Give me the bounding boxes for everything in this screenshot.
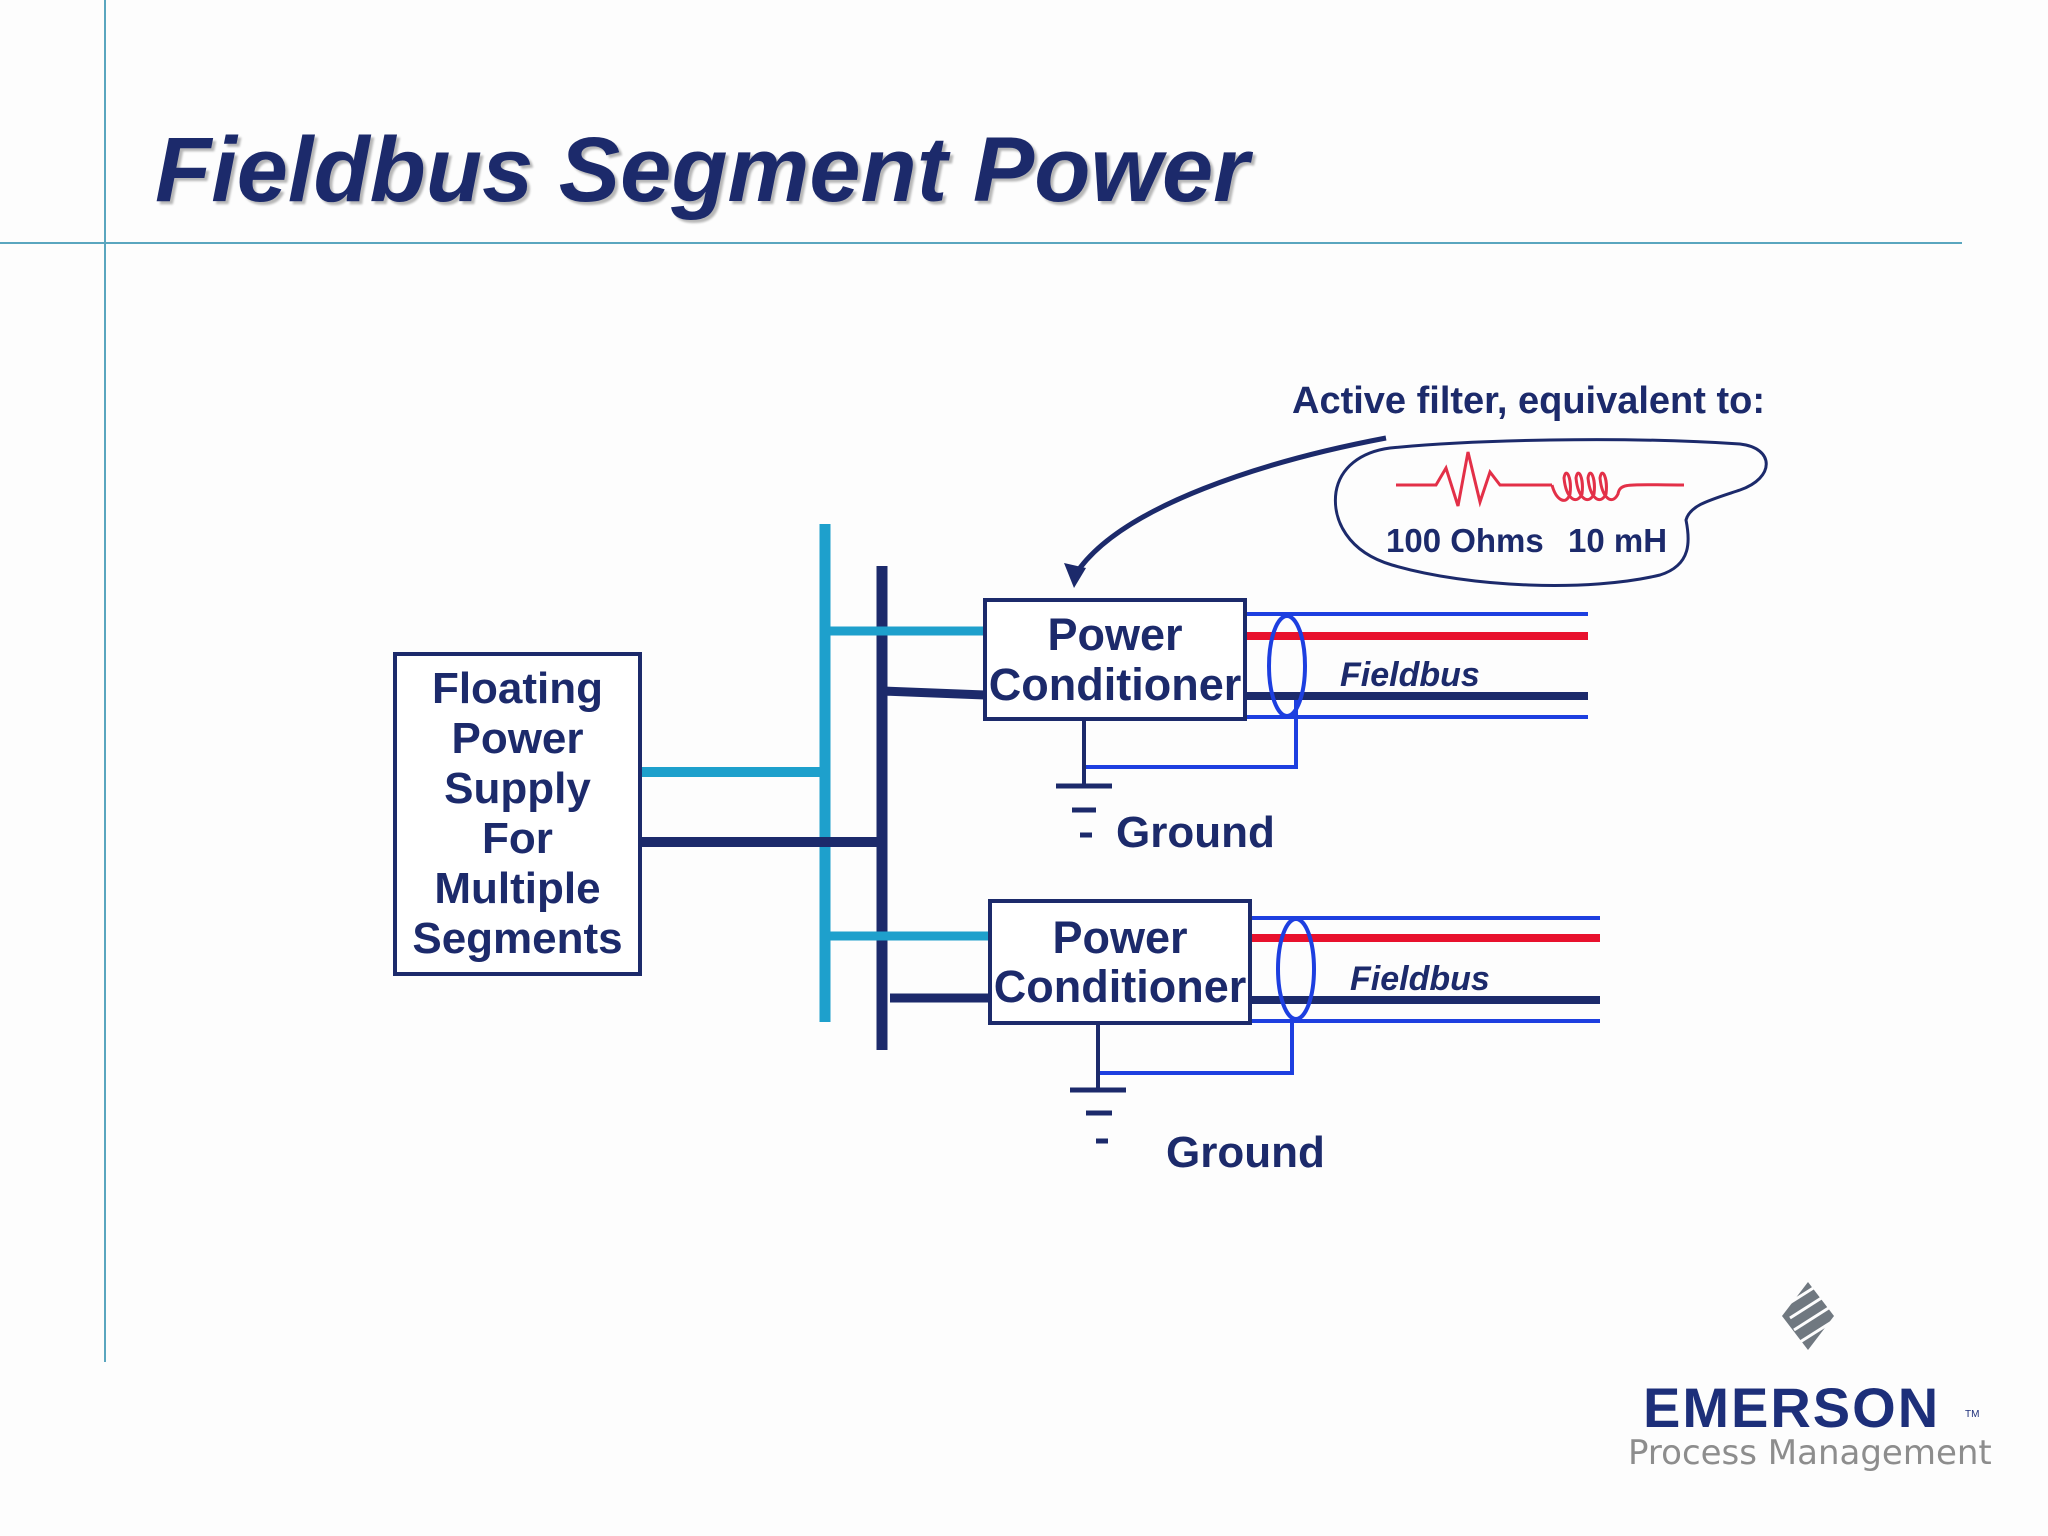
pc2-line-1: Power: [1052, 911, 1188, 963]
vertical-accent-line: [104, 0, 106, 1362]
fieldbus2-shield-ring: [1276, 917, 1316, 1021]
resistor-symbol: [1396, 451, 1552, 508]
ground-1-label: Ground: [1116, 808, 1275, 857]
filter-callout-title: Active filter, equivalent to:: [1292, 380, 1765, 422]
pc1-negative-wire: [881, 686, 986, 700]
resistor-value-label: 100 Ohms: [1386, 522, 1544, 559]
pc2-line-2: Conditioner: [993, 961, 1247, 1012]
fieldbus-1-label: Fieldbus: [1340, 656, 1480, 694]
fieldbus1-shield-ring: [1267, 614, 1307, 718]
horizontal-accent-line: [0, 242, 1962, 244]
emerson-trademark: TM: [1965, 1409, 1980, 1420]
inductor-symbol: [1550, 471, 1685, 502]
power-conditioner-1-box: Power Conditioner: [983, 598, 1247, 721]
filter-callout-arrow: [1072, 435, 1387, 577]
filter-callout-bubble: [1333, 438, 1768, 587]
supply-line-2: Power: [451, 713, 584, 763]
supply-line-6: Segments: [412, 914, 623, 964]
inductor-value-label: 10 mH: [1568, 522, 1668, 559]
emerson-logo-icon: [1782, 1278, 1839, 1350]
floating-power-supply-box: Floating Power Supply For Multiple Segme…: [393, 652, 642, 976]
supply-line-4: For: [482, 814, 553, 863]
ground-2-label: Ground: [1166, 1128, 1325, 1177]
emerson-logo-subtitle: Process Management: [1628, 1433, 1992, 1473]
supply-line-3: Supply: [444, 763, 591, 813]
pc1-line-2: Conditioner: [988, 658, 1242, 710]
fieldbus-2-label: Fieldbus: [1350, 960, 1490, 998]
filter-callout-arrowhead: [1064, 563, 1086, 588]
emerson-logo-name: EMERSON: [1643, 1376, 1941, 1439]
supply-line-5: Multiple: [434, 864, 601, 914]
fieldbus1-shield-drain: [1084, 700, 1298, 769]
fieldbus2-shield-drain: [1098, 1020, 1294, 1075]
pc1-line-1: Power: [1047, 609, 1183, 660]
slide-title: Fieldbus Segment Power: [155, 119, 1249, 221]
supply-line-1: Floating: [431, 663, 604, 713]
power-conditioner-2-box: Power Conditioner: [988, 899, 1252, 1025]
